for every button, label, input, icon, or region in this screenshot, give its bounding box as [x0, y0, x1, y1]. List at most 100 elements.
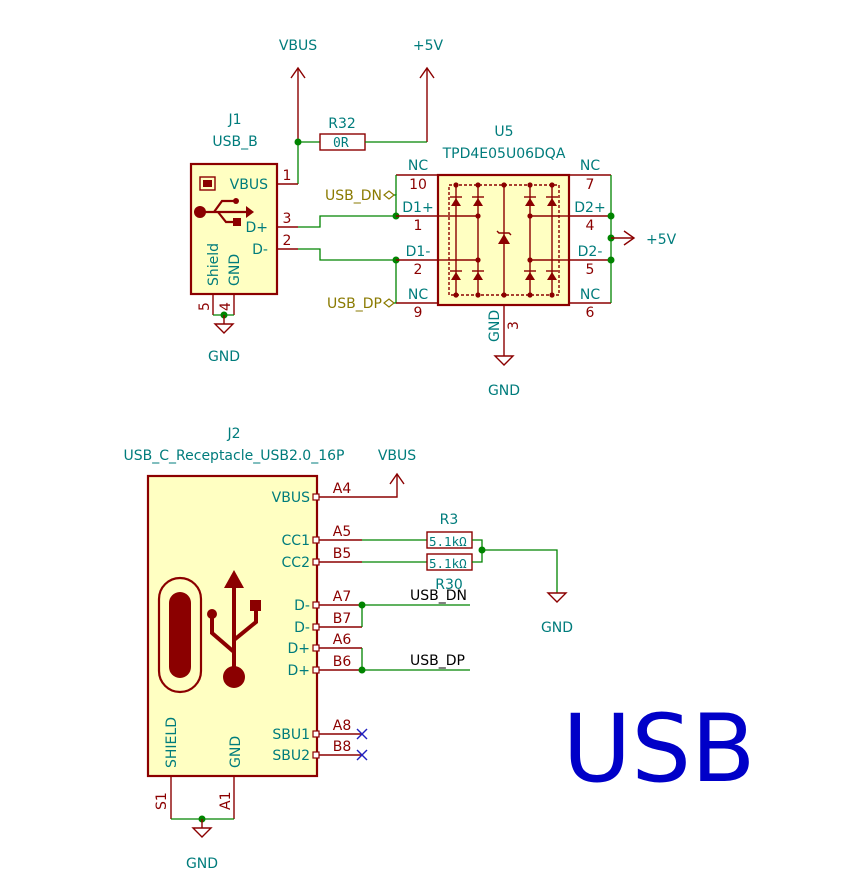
junction-dot [607, 212, 615, 220]
usb-trident-icon [207, 570, 261, 688]
no-connect-sbu1 [356, 728, 368, 740]
u5-pin-d1m-name: D1- [406, 244, 431, 260]
u5-pin-nc6-name: NC [580, 287, 600, 303]
j2-pin-name: CC2 [282, 555, 310, 571]
j1-pin-shield-name: Shield [206, 243, 222, 286]
plus5v-power-symbol-right: +5V [611, 230, 677, 248]
j1-pin-dminus-num: 2 [283, 233, 292, 249]
vbus-label-top: VBUS [279, 38, 317, 54]
j2-pin-name: D- [294, 620, 310, 636]
j1-pin-dminus-name: D- [252, 242, 268, 258]
j2-ref: J2 [226, 426, 240, 442]
j2-pin-name: VBUS [272, 490, 310, 506]
gnd-symbol-u5: GND [488, 346, 520, 399]
j2-pin-number: B5 [333, 546, 352, 562]
u5-pin-d1m-num: 2 [414, 262, 423, 278]
j1-ref: J1 [227, 112, 241, 128]
j2-pin-list: VBUSA4CC1A5CC2B5D-A7D-B7D+A6D+B6SBU1A8SB… [272, 481, 362, 764]
j2-pin-name: SBU1 [272, 727, 310, 743]
u5-ref: U5 [494, 124, 513, 140]
u5-pin-d2p-name: D2+ [574, 200, 605, 216]
r30-ref: R30 [435, 577, 463, 593]
plus5v-power-symbol-top: +5V [413, 38, 444, 142]
vbus-label-j2: VBUS [378, 448, 416, 464]
gnd-symbol-j1: GND [208, 315, 240, 365]
j2-pin-number: A5 [333, 524, 351, 540]
j2-pin-name: D+ [287, 663, 310, 679]
u5-pin-gnd-name: GND [487, 310, 503, 342]
j1-value: USB_B [212, 134, 257, 150]
u5-pin-nc10-name: NC [408, 158, 428, 174]
j2-pin-name: D- [294, 598, 310, 614]
j2-pin-shield-num: S1 [154, 792, 170, 810]
u5-pin-d2m-name: D2- [578, 244, 603, 260]
u5-pin-nc9-name: NC [408, 287, 428, 303]
j2-pin-marker [312, 623, 320, 631]
ic-u5-tpd4e05u06dqa[interactable]: U5 TPD4E05U06DQA [396, 124, 611, 346]
j2-pin-name: D+ [287, 641, 310, 657]
connector-j1-usb-b[interactable]: J1 USB_B VBUS 1 D+ 3 D- 2 Shield GND 5 4 [189, 112, 298, 315]
j2-pin-marker [312, 601, 320, 609]
r32-ref: R32 [328, 116, 356, 132]
hier-label-usb-dn[interactable]: USB_DN [325, 188, 395, 204]
hier-label-usb-dp-text: USB_DP [327, 296, 382, 312]
j2-pin-marker [312, 730, 320, 738]
vbus-power-symbol-top: VBUS [279, 38, 317, 142]
u5-pin-d1p-num: 1 [414, 218, 423, 234]
gnd-label-r3: GND [541, 620, 573, 636]
no-connect-sbu2 [356, 749, 368, 761]
j2-pin-marker [312, 666, 320, 674]
j2-pin-gnd-num: A1 [218, 792, 234, 810]
resistor-r3[interactable]: R3 5.1kΩ [362, 512, 473, 549]
j2-bottom-pins: SHIELD GND S1 A1 [154, 717, 244, 819]
resistor-r30[interactable]: R30 5.1kΩ [362, 553, 473, 593]
usb-b-icon [194, 176, 254, 226]
junction-dot [358, 601, 366, 609]
u5-pin-d1p-name: D1+ [402, 200, 433, 216]
u5-pin-nc6-num: 6 [586, 305, 595, 321]
u5-value: TPD4E05U06DQA [442, 146, 566, 162]
j2-pin-number: A4 [333, 481, 352, 497]
u5-pin-d2m-num: 5 [586, 262, 595, 278]
j2-pin-marker [312, 536, 320, 544]
gnd-label-j2: GND [186, 856, 218, 872]
resistor-r32[interactable]: R32 0R [298, 116, 427, 151]
junction-dot [358, 666, 366, 674]
j2-pin-gnd-name: GND [228, 736, 244, 768]
j2-pin-name: CC1 [282, 533, 310, 549]
j2-pin-number: A6 [333, 632, 352, 648]
hier-label-usb-dn-text: USB_DN [325, 188, 382, 204]
j2-pin-marker [312, 558, 320, 566]
j2-pin-shield-name: SHIELD [164, 717, 180, 768]
gnd-symbol-r3: GND [541, 592, 573, 636]
sheet-title: USB [563, 695, 756, 804]
u5-pin-nc7-num: 7 [586, 177, 595, 193]
junction-dot [478, 546, 486, 554]
u5-pin-nc7-name: NC [580, 158, 600, 174]
j2-pin-marker [312, 644, 320, 652]
j2-pin-number: B6 [333, 654, 352, 670]
junction-dot [607, 256, 615, 264]
plus5v-label-right: +5V [646, 232, 677, 248]
j1-pin-gnd-num: 4 [218, 302, 234, 311]
r32-value: 0R [333, 136, 349, 151]
connector-j2-usb-c[interactable]: J2 USB_C_Receptacle_USB2.0_16P [124, 426, 345, 778]
j1-pin-dplus-num: 3 [283, 211, 292, 227]
j2-pin-marker [312, 493, 320, 501]
u5-pin-gnd-num: 3 [506, 321, 522, 330]
u5-pin-nc9-num: 9 [414, 305, 423, 321]
j1-pin-dplus-name: D+ [245, 220, 268, 236]
j2-value: USB_C_Receptacle_USB2.0_16P [124, 448, 345, 464]
hier-label-usb-dp[interactable]: USB_DP [327, 296, 395, 312]
j2-pin-number: B8 [333, 739, 352, 755]
r30-value: 5.1kΩ [429, 556, 467, 571]
usb-c-receptacle-icon [157, 576, 203, 694]
j2-pin-number: A8 [333, 718, 351, 734]
r3-value: 5.1kΩ [429, 534, 467, 549]
gnd-label-u5: GND [488, 383, 520, 399]
gnd-label-j1: GND [208, 349, 240, 365]
j1-pin-gnd-name: GND [227, 254, 243, 286]
net-label-usb-dn: USB_DN [410, 588, 467, 604]
plus5v-label-top: +5V [413, 38, 444, 54]
